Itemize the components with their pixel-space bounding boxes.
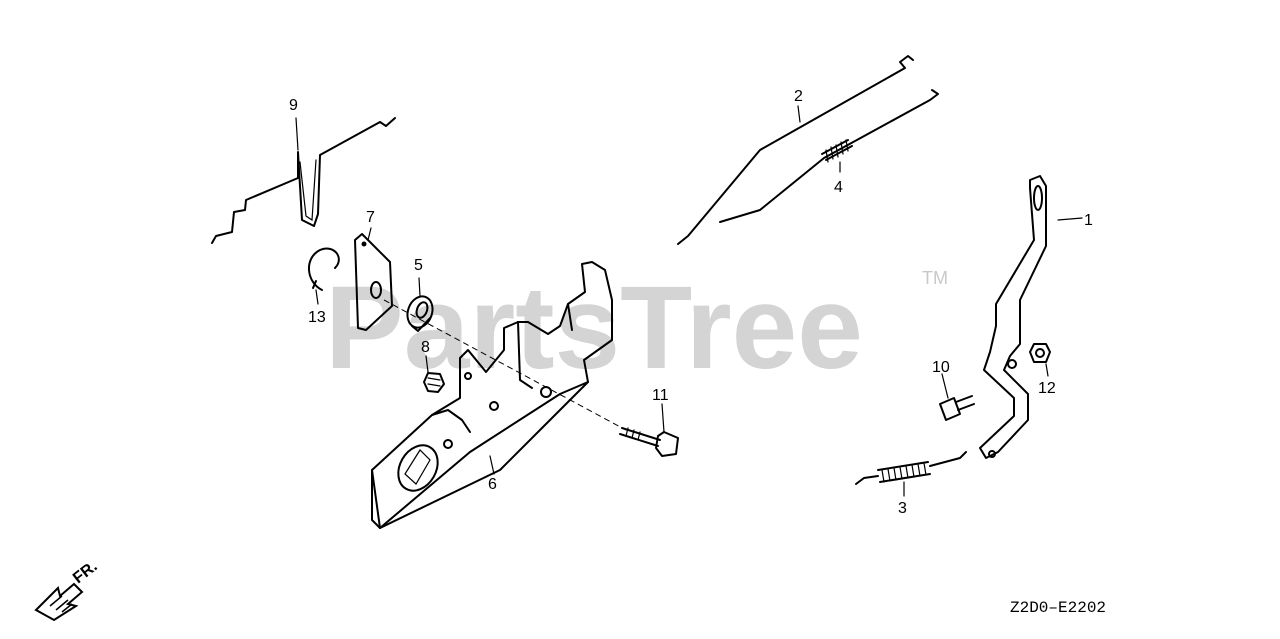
callout-7: 7 xyxy=(366,209,375,226)
part-12-nut[interactable] xyxy=(1029,343,1051,363)
callout-12: 12 xyxy=(1038,380,1056,397)
callout-9: 9 xyxy=(289,97,298,114)
watermark-text: PartsTree xyxy=(325,262,863,394)
callout-2: 2 xyxy=(794,88,803,105)
part-8-nut[interactable] xyxy=(423,372,445,393)
part-10-bolt[interactable] xyxy=(939,395,975,421)
part-3-spring[interactable] xyxy=(855,451,967,485)
direction-label: FR. xyxy=(70,558,101,587)
callout-4: 4 xyxy=(834,179,843,196)
alignment-line xyxy=(383,299,627,431)
part-13-snap-ring[interactable] xyxy=(308,247,340,291)
part-11-bolt[interactable] xyxy=(619,427,679,457)
part-2-rod[interactable] xyxy=(677,55,914,245)
callout-3: 3 xyxy=(898,500,907,517)
callout-1: 1 xyxy=(1084,212,1093,229)
front-direction-arrow: FR. xyxy=(34,558,101,622)
part-1-lever-arm[interactable] xyxy=(979,175,1047,459)
leader-lines xyxy=(295,105,1083,497)
diagram-code: Z2D0–E2202 xyxy=(1010,599,1106,617)
callout-10: 10 xyxy=(932,359,950,376)
part-7-lever-plate[interactable] xyxy=(354,233,393,331)
part-6-bracket[interactable] xyxy=(371,261,613,529)
callout-11: 11 xyxy=(652,387,669,404)
part-5-washer[interactable] xyxy=(403,293,436,332)
callout-6: 6 xyxy=(488,476,497,493)
callout-13: 13 xyxy=(308,309,326,326)
part-9-wire-spring[interactable] xyxy=(211,117,396,244)
part-4-rod-spring[interactable] xyxy=(719,89,939,223)
watermark-trademark: TM xyxy=(922,268,948,288)
callout-5: 5 xyxy=(414,257,423,274)
callout-8: 8 xyxy=(421,339,430,356)
